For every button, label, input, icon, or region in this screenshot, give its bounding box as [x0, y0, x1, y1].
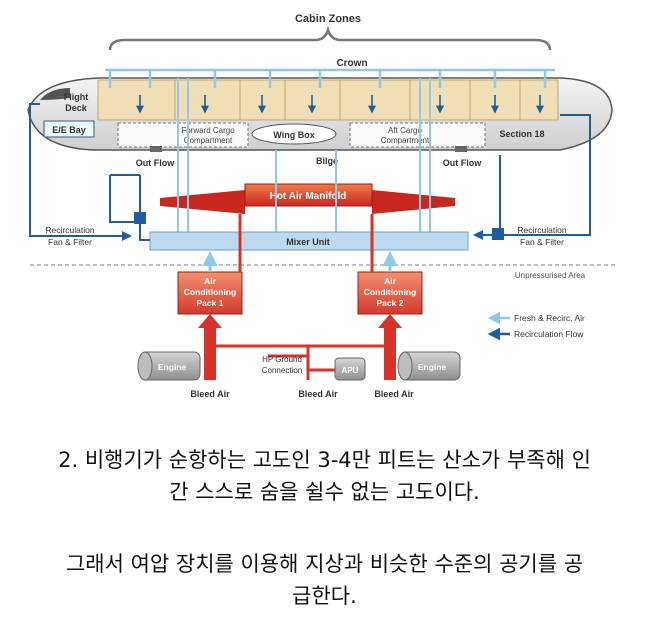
cabin-zones-area [97, 79, 559, 121]
flight-deck-label: Flight [64, 92, 89, 102]
cabin-zones-label: Cabin Zones [295, 13, 361, 25]
pack2-label: Air [384, 276, 397, 286]
engine-right-icon [397, 351, 461, 381]
cabin-flow-arrows [136, 95, 544, 114]
bleed-air-left-label: Bleed Air [190, 389, 230, 399]
caption-line-4: 급한다. [292, 584, 357, 608]
apu-label: APU [342, 366, 359, 375]
hot-air-manifold-bar [160, 190, 245, 214]
ee-bay-box [43, 120, 95, 138]
engine-left-label: Engine [158, 362, 187, 372]
forward-cargo-label: Forward Cargo [181, 126, 235, 135]
mixer-unit-label: Mixer Unit [286, 237, 330, 247]
outflow-valve-left [150, 146, 162, 152]
forward-cargo-label-2: Compartment [184, 136, 233, 145]
recirc-fan-right-icon [492, 228, 504, 240]
bleed-air-ducts [198, 314, 402, 380]
legend-fresh-label: Fresh & Recirc. Air [514, 313, 585, 323]
hot-air-manifold-label: Hot Air Manifold [270, 191, 347, 202]
zone-dividers [174, 80, 521, 120]
wing-box [251, 123, 337, 145]
unpressurised-label: Unpressurised Area [515, 271, 586, 280]
legend: Fresh & Recirc. Air Recirculation Flow [487, 311, 585, 341]
hp-ground-label: HP Ground [262, 355, 302, 364]
legend-recirc-label: Recirculation Flow [514, 329, 584, 339]
pack1-label-3: Pack 1 [197, 298, 224, 308]
pack-output-arrows [202, 251, 398, 272]
bilge-label: Bilge [316, 156, 338, 166]
crown-duct [105, 68, 555, 88]
recirc-right-label: Recirculation [517, 225, 566, 235]
aft-cargo-label-2: Compartment [381, 136, 430, 145]
outflow-right-label: Out Flow [443, 158, 482, 168]
recirc-left-label: Recirculation [45, 225, 94, 235]
recirculation-ducts [29, 103, 591, 241]
outflow-left-label: Out Flow [136, 158, 175, 168]
section18-label: Section 18 [499, 129, 544, 139]
aircraft-air-conditioning-diagram: Cabin Zones Crown Fli [27, 13, 615, 399]
pack2-label-3: Pack 2 [377, 298, 404, 308]
aft-cargo-label: Aft Cargo [388, 126, 422, 135]
bleed-air-right-label: Bleed Air [374, 389, 414, 399]
caption-line-2: 간 스스로 숨을 쉴수 없는 고도이다. [169, 480, 480, 504]
pack1-label: Air [204, 276, 217, 286]
supply-risers [177, 78, 431, 232]
pack1-label-2: Conditioning [184, 287, 236, 297]
pack2-label-2: Conditioning [364, 287, 416, 297]
aft-cargo-box [349, 122, 486, 148]
recirc-fan-left-icon [134, 212, 146, 224]
recirc-right-label-2: Fan & Filter [520, 237, 564, 247]
hp-ground-label-2: Connection [262, 366, 302, 375]
engine-right-label: Engine [418, 362, 447, 372]
engine-left-icon [137, 351, 201, 381]
hot-air-connections [216, 214, 384, 380]
caption-line-3: 그래서 여압 장치를 이용해 지상과 비슷한 수준의 공기를 공 [65, 552, 584, 576]
cabin-zones-bracket [108, 25, 552, 51]
flight-deck-label-2: Deck [65, 103, 88, 113]
caption-line-1: 2. 비행기가 순항하는 고도인 3-4만 피트는 산소가 부족해 인 [58, 448, 591, 472]
bleed-air-center-label: Bleed Air [298, 389, 338, 399]
outflow-valve-right [455, 146, 467, 152]
caption-paragraph-1: 2. 비행기가 순항하는 고도인 3-4만 피트는 산소가 부족해 인 간 스스… [0, 444, 649, 508]
ee-bay-label: E/E Bay [52, 125, 86, 135]
recirc-left-label-2: Fan & Filter [48, 237, 92, 247]
apu-icon [334, 357, 366, 381]
crown-label: Crown [336, 58, 367, 69]
forward-cargo-box [117, 122, 249, 148]
caption-paragraph-2: 그래서 여압 장치를 이용해 지상과 비슷한 수준의 공기를 공 급한다. [0, 548, 649, 612]
wing-box-label: Wing Box [273, 130, 314, 140]
